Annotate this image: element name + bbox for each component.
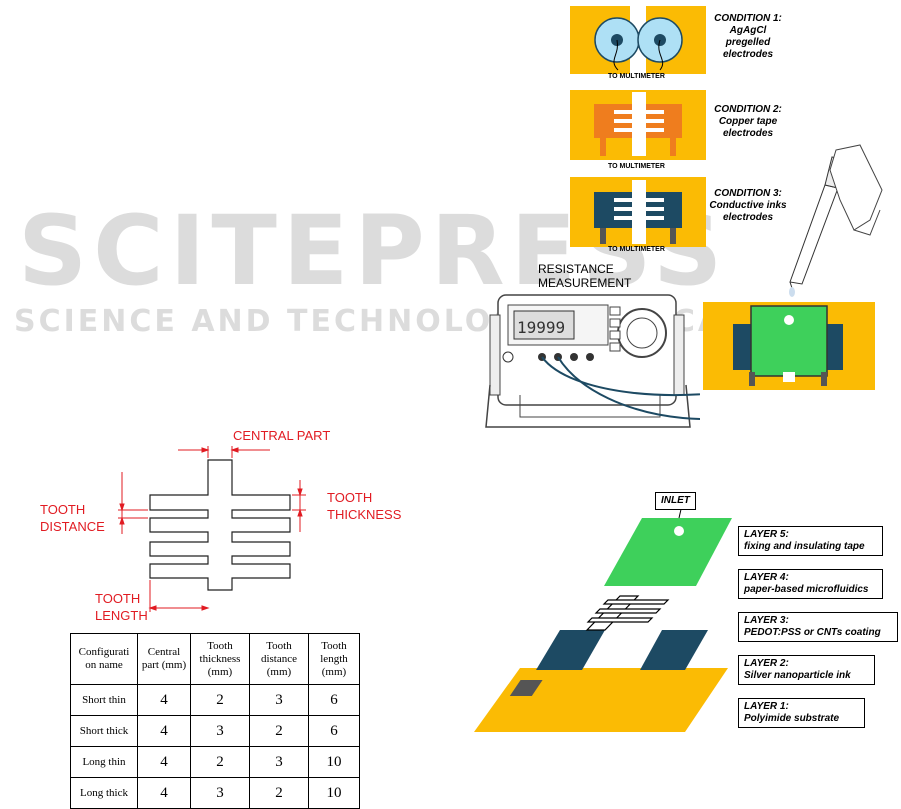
- configuration-table: Configurati on name Central part (mm) To…: [70, 633, 360, 809]
- table-header-row: Configurati on name Central part (mm) To…: [70, 633, 360, 685]
- condition-3-title: CONDITION 3:: [714, 188, 782, 199]
- layer-3-title: LAYER 3:: [744, 615, 789, 626]
- table-cell: Long thick: [70, 777, 138, 809]
- table-row: Long thick 4 3 2 10: [70, 777, 360, 809]
- condition-2-wire-label: TO MULTIMETER: [608, 163, 665, 170]
- condition-1-panel: [570, 6, 706, 74]
- table-cell: 6: [308, 684, 360, 716]
- condition-panels: [570, 6, 706, 247]
- layer-4-label: LAYER 4: paper-based microfluidics: [738, 569, 883, 599]
- table-cell: 2: [249, 715, 309, 747]
- layer-5-label: LAYER 5: fixing and insulating tape: [738, 526, 883, 556]
- table-row: Short thin 4 2 3 6: [70, 684, 360, 716]
- layer-1-desc: Polyimide substrate: [744, 713, 840, 724]
- table-cell: 10: [308, 746, 360, 778]
- table-cell: 3: [249, 684, 309, 716]
- table-cell: Long thin: [70, 746, 138, 778]
- layer-2-desc: Silver nanoparticle ink: [744, 670, 851, 681]
- table-row: Short thick 4 3 2 6: [70, 715, 360, 747]
- condition-2-title: CONDITION 2:: [714, 104, 782, 115]
- layer-2-title: LAYER 2:: [744, 658, 789, 669]
- layer-3-desc: PEDOT:PSS or CNTs coating: [744, 627, 881, 638]
- condition-1-desc: AgAgCl pregelled electrodes: [722, 25, 774, 60]
- condition-3-text: CONDITION 3: Conductive inks electrodes: [708, 188, 788, 224]
- header-central-part: Central part (mm): [137, 633, 191, 685]
- table-cell: 3: [190, 715, 250, 747]
- table-row: Long thin 4 2 3 10: [70, 746, 360, 778]
- layer-1-label: LAYER 1: Polyimide substrate: [738, 698, 865, 728]
- condition-3-wire-label: TO MULTIMETER: [608, 246, 665, 253]
- device-under-test: [703, 302, 875, 390]
- header-configuration-name: Configurati on name: [70, 633, 138, 685]
- table-cell: 2: [190, 684, 250, 716]
- layer-stack-illustration: [474, 504, 732, 732]
- resistance-measurement-label: RESISTANCE MEASUREMENT: [538, 262, 632, 290]
- layer-5-title: LAYER 5:: [744, 529, 789, 540]
- layer-2-label: LAYER 2: Silver nanoparticle ink: [738, 655, 875, 685]
- condition-3-panel: [570, 177, 706, 247]
- header-tooth-thickness: Tooth thickness (mm): [190, 633, 250, 685]
- inlet-label: INLET: [655, 492, 696, 510]
- table-cell: Short thick: [70, 715, 138, 747]
- header-tooth-length: Tooth length (mm): [308, 633, 360, 685]
- comb-dimension-drawing: [118, 446, 306, 612]
- tooth-length-label: TOOTH LENGTH: [95, 591, 148, 623]
- table-cell: 2: [249, 777, 309, 809]
- multimeter-display: 19999: [517, 318, 565, 337]
- pipette-hand-illustration: [789, 144, 883, 297]
- condition-2-desc: Copper tape electrodes: [718, 116, 778, 139]
- layer-3-label: LAYER 3: PEDOT:PSS or CNTs coating: [738, 612, 898, 642]
- tooth-distance-label: TOOTH DISTANCE: [40, 502, 105, 534]
- condition-1-text: CONDITION 1: AgAgCl pregelled electrodes: [708, 13, 788, 61]
- layer-4-desc: paper-based microfluidics: [744, 584, 869, 595]
- central-part-label: CENTRAL PART: [233, 428, 331, 443]
- header-tooth-distance: Tooth distance (mm): [249, 633, 309, 685]
- condition-2-text: CONDITION 2: Copper tape electrodes: [708, 104, 788, 140]
- table-cell: 6: [308, 715, 360, 747]
- tooth-thickness-label: TOOTH THICKNESS: [327, 490, 402, 522]
- table-cell: 3: [190, 777, 250, 809]
- table-cell: Short thin: [70, 684, 138, 716]
- table-cell: 4: [137, 746, 191, 778]
- layer-4-title: LAYER 4:: [744, 572, 789, 583]
- table-cell: 3: [249, 746, 309, 778]
- layer-5-desc: fixing and insulating tape: [744, 541, 865, 552]
- condition-2-panel: [570, 90, 706, 160]
- watermark-subtitle: SCIENCE AND TECHNOLOGY PUBLICATIONS: [14, 304, 841, 339]
- condition-1-title: CONDITION 1:: [714, 13, 782, 24]
- table-cell: 2: [190, 746, 250, 778]
- multimeter-illustration: 19999: [485, 294, 700, 428]
- table-cell: 4: [137, 684, 191, 716]
- table-cell: 4: [137, 715, 191, 747]
- table-cell: 4: [137, 777, 191, 809]
- condition-1-wire-label: TO MULTIMETER: [608, 73, 665, 80]
- layer-1-title: LAYER 1:: [744, 701, 789, 712]
- table-cell: 10: [308, 777, 360, 809]
- condition-3-desc: Conductive inks electrodes: [709, 200, 787, 223]
